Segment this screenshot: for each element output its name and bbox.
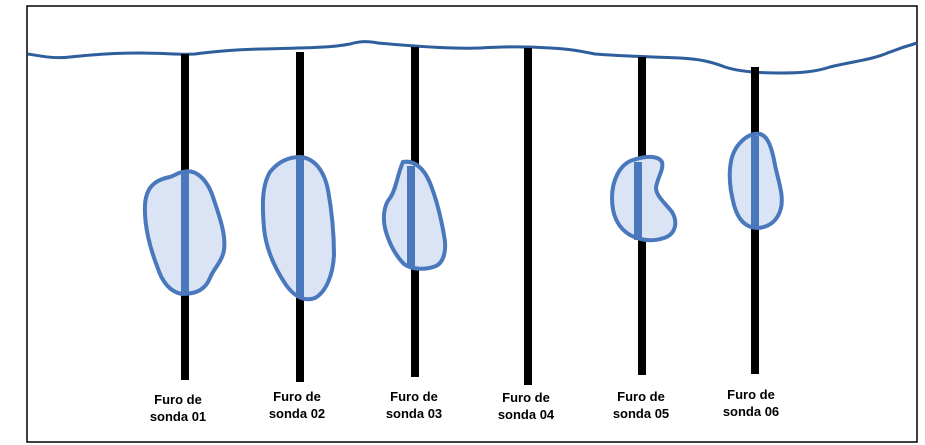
ore-intercept-03 <box>407 166 415 268</box>
ore-intercept-02 <box>296 158 304 298</box>
drill-hole-label-03: Furo de <box>390 389 438 404</box>
ground-surface-line <box>27 40 918 75</box>
drill-hole-label-04: Furo de <box>502 390 550 405</box>
drill-hole-label-03-line2: sonda 03 <box>386 406 442 421</box>
drill-hole-label-06-line2: sonda 06 <box>723 404 779 419</box>
drill-hole-label-02: Furo de <box>273 389 321 404</box>
drill-hole-label-01: Furo de <box>154 392 202 407</box>
drill-hole-label-05: Furo de <box>617 389 665 404</box>
ore-intercept-05 <box>634 162 642 240</box>
drill-hole-label-01-line2: sonda 01 <box>150 409 206 424</box>
ore-body-05 <box>609 154 678 243</box>
ore-intercept-01 <box>181 172 189 294</box>
drill-hole-label-05-line2: sonda 05 <box>613 406 669 421</box>
ore-intercept-06 <box>751 136 759 228</box>
drill-hole-label-06: Furo de <box>727 387 775 402</box>
drill-hole-label-04-line2: sonda 04 <box>498 407 555 422</box>
drill-hole-04 <box>524 48 532 385</box>
drill-hole-label-02-line2: sonda 02 <box>269 406 325 421</box>
